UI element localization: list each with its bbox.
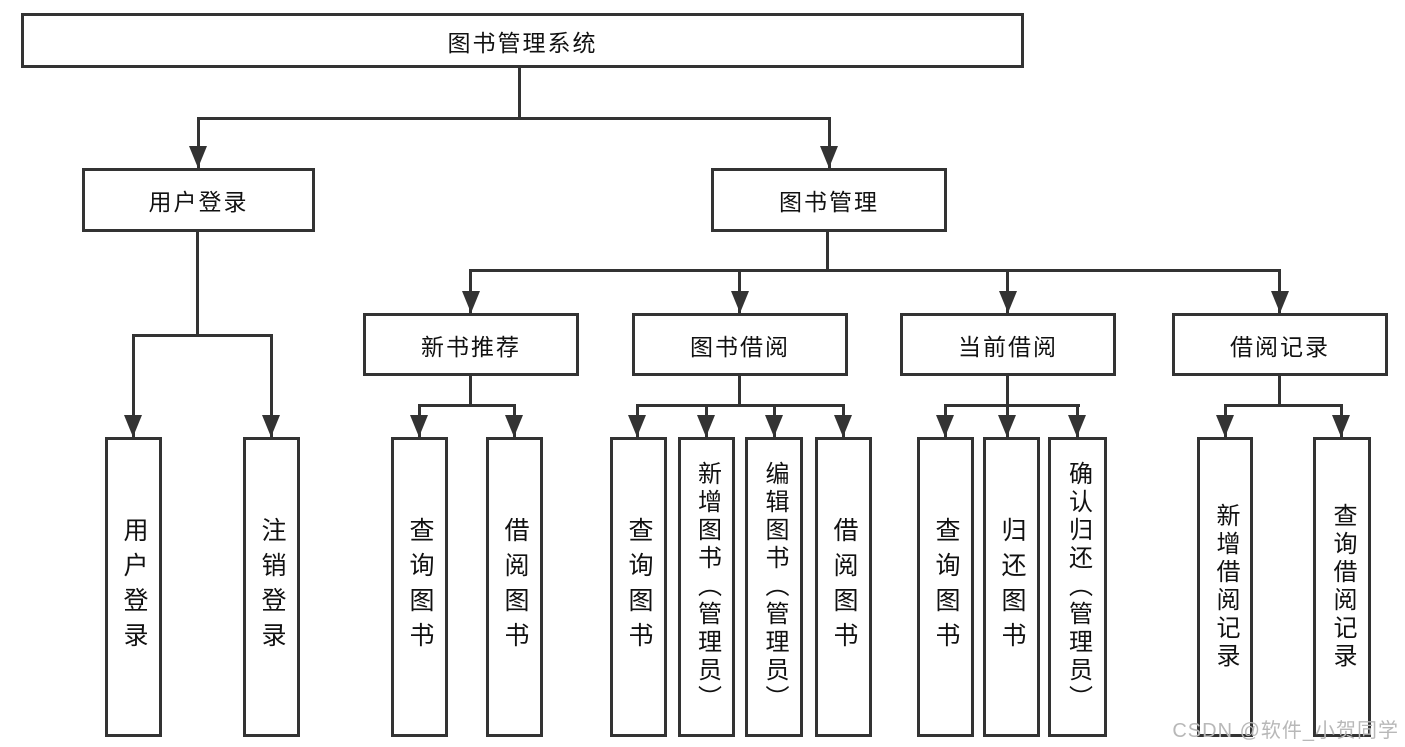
- connector-line: [196, 232, 199, 337]
- arrowhead-icon: [628, 415, 646, 437]
- connector-line: [197, 117, 200, 168]
- node-label: 新增借阅记录: [1212, 503, 1239, 671]
- arrowhead-icon: [462, 291, 480, 313]
- arrowhead-icon: [189, 146, 207, 168]
- connector-line: [469, 269, 1281, 272]
- node-add-borrow-record: 新增借阅记录: [1197, 437, 1253, 737]
- node-label: 查询借阅记录: [1329, 503, 1356, 671]
- node-label: 当前借阅: [958, 333, 1058, 360]
- arrowhead-icon: [1332, 415, 1350, 437]
- node-return-books: 归还图书: [983, 437, 1040, 737]
- connector-line: [1278, 375, 1281, 406]
- node-label: 图书管理系统: [447, 29, 598, 56]
- arrowhead-icon: [765, 415, 783, 437]
- arrowhead-icon: [820, 146, 838, 168]
- arrowhead-icon: [505, 415, 523, 437]
- connector-line: [197, 117, 831, 120]
- arrowhead-icon: [1271, 291, 1289, 313]
- node-add-books-admin: 新增图书（管理员）: [678, 437, 735, 737]
- csdn-watermark: CSDN @软件_小贺同学: [1172, 720, 1399, 742]
- node-label: 借阅图书: [501, 517, 529, 657]
- node-label: 借阅记录: [1230, 333, 1330, 360]
- node-query-books-3: 查询图书: [917, 437, 974, 737]
- connector-line: [1224, 404, 1343, 407]
- node-current-borrowing: 当前借阅: [900, 313, 1116, 376]
- node-label: 归还图书: [998, 517, 1026, 657]
- connector-line: [1006, 375, 1009, 406]
- connector-line: [636, 404, 845, 407]
- node-label: 新增图书（管理员）: [693, 461, 721, 713]
- arrowhead-icon: [998, 415, 1016, 437]
- arrowhead-icon: [999, 291, 1017, 313]
- connector-line: [944, 404, 1080, 407]
- node-borrow-books-1: 借阅图书: [486, 437, 543, 737]
- connector-line: [518, 68, 521, 120]
- node-library-management-system: 图书管理系统: [21, 13, 1024, 68]
- arrowhead-icon: [262, 415, 280, 437]
- arrowhead-icon: [834, 415, 852, 437]
- node-confirm-return-admin: 确认归还（管理员）: [1048, 437, 1107, 737]
- node-book-borrowing: 图书借阅: [632, 313, 848, 376]
- connector-line: [132, 334, 135, 437]
- node-label: 用户登录: [148, 189, 249, 215]
- node-label: 借阅图书: [830, 517, 858, 657]
- connector-line: [469, 375, 472, 406]
- connector-line: [270, 334, 273, 437]
- node-edit-books-admin: 编辑图书（管理员）: [745, 437, 803, 737]
- node-user-login-leaf: 用户登录: [105, 437, 162, 737]
- node-query-borrow-record: 查询借阅记录: [1313, 437, 1371, 737]
- node-label: 查询图书: [625, 517, 653, 657]
- node-label: 用户登录: [120, 517, 148, 657]
- node-label: 编辑图书（管理员）: [761, 461, 788, 713]
- arrowhead-icon: [936, 415, 954, 437]
- node-label: 图书借阅: [690, 333, 790, 360]
- node-label: 图书管理: [779, 189, 879, 215]
- node-logout-leaf: 注销登录: [243, 437, 300, 737]
- arrowhead-icon: [124, 415, 142, 437]
- connector-line: [828, 117, 831, 168]
- node-label: 确认归还（管理员）: [1064, 461, 1092, 713]
- arrowhead-icon: [1068, 415, 1086, 437]
- node-label: 注销登录: [258, 517, 286, 657]
- node-borrowing-records: 借阅记录: [1172, 313, 1388, 376]
- arrowhead-icon: [731, 291, 749, 313]
- connector-line: [826, 232, 829, 272]
- connector-line: [418, 404, 516, 407]
- arrowhead-icon: [1216, 415, 1234, 437]
- node-book-management-branch: 图书管理: [711, 168, 947, 232]
- node-borrow-books-2: 借阅图书: [815, 437, 872, 737]
- node-query-books-1: 查询图书: [391, 437, 448, 737]
- node-user-login-branch: 用户登录: [82, 168, 315, 232]
- arrowhead-icon: [697, 415, 715, 437]
- connector-line: [132, 334, 273, 337]
- node-new-book-recommendation: 新书推荐: [363, 313, 579, 376]
- node-query-books-2: 查询图书: [610, 437, 667, 737]
- node-label: 查询图书: [406, 517, 434, 657]
- node-label: 新书推荐: [421, 333, 521, 360]
- node-label: 查询图书: [932, 517, 960, 657]
- connector-line: [738, 375, 741, 406]
- arrowhead-icon: [410, 415, 428, 437]
